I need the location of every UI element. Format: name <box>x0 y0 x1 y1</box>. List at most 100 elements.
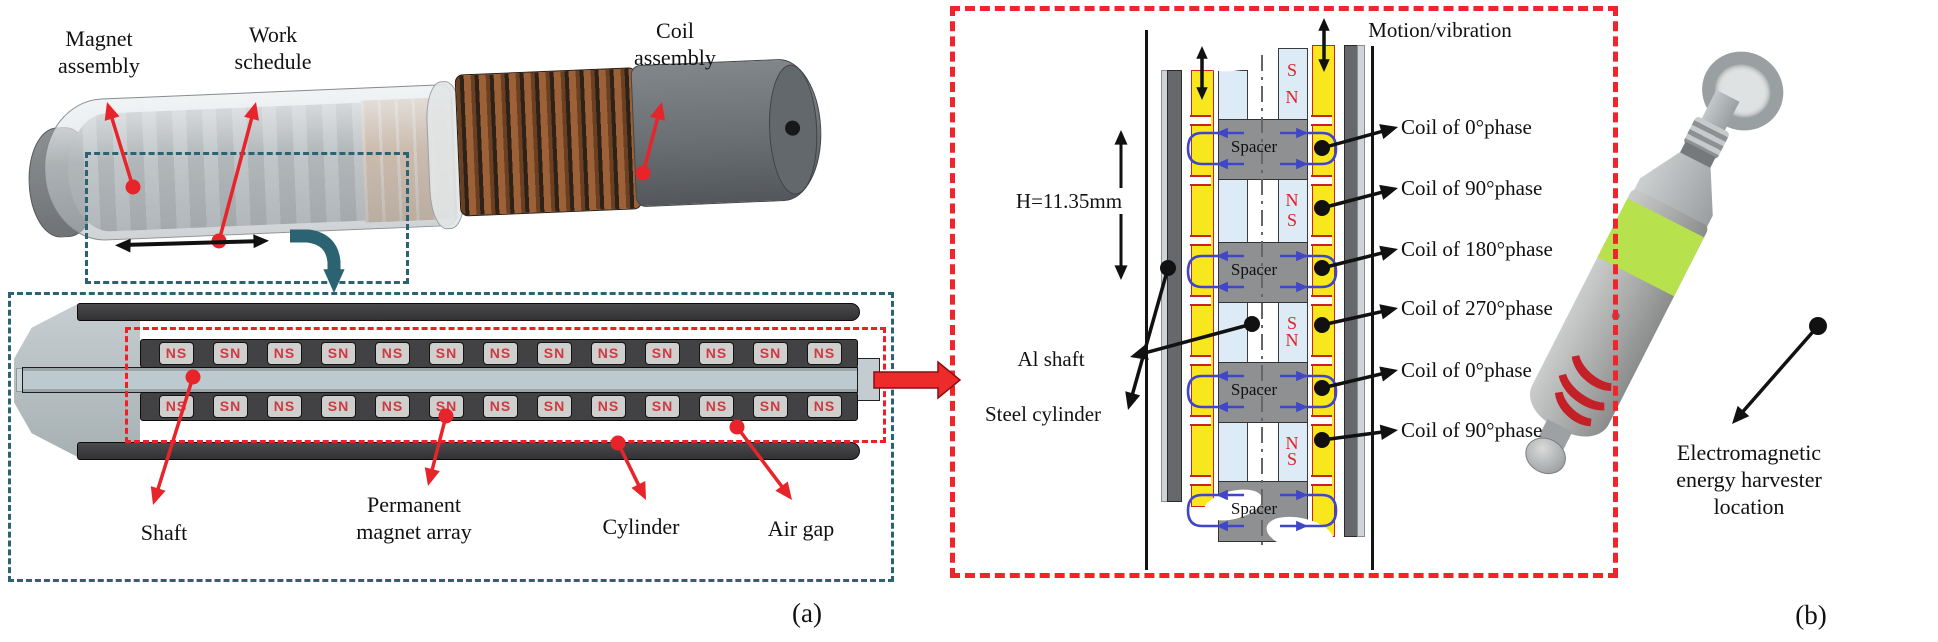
flux-arrow <box>1296 520 1308 532</box>
label-coil-phase: Coil of 0°phase <box>1401 358 1532 382</box>
pointer-permanent-magnet-array-head <box>424 467 440 486</box>
pointer-shaft-dot <box>185 369 201 385</box>
pointer-coil-phase-line <box>1321 126 1393 150</box>
magnet-plate: SN <box>213 395 248 418</box>
pointer-coil-phase-line <box>1321 429 1393 442</box>
label-spacer: Spacer <box>1230 137 1278 156</box>
flux-arrow <box>1296 158 1308 170</box>
magnet-pole-letter: S <box>1286 449 1297 469</box>
magnet-plate: NS <box>807 342 842 365</box>
cylinder-wall-top <box>77 303 860 321</box>
pointer-cylinder-dot <box>610 435 626 451</box>
flux-arrow <box>1296 250 1308 262</box>
pointer-coil-phase-line <box>1321 187 1393 210</box>
stroke-double-arrow-head <box>253 234 269 249</box>
magnet-plate: NS <box>699 395 734 418</box>
magnet-plate: NS <box>699 342 734 365</box>
magnet-plate: SN <box>537 395 572 418</box>
pointer-coil-phase-line <box>1321 248 1393 270</box>
caption-b: (b) <box>1795 600 1827 630</box>
label-coil-phase: Coil of 270°phase <box>1401 296 1553 320</box>
flux-loop-right <box>1280 493 1338 528</box>
steel-cylinder-outer-right <box>1357 45 1365 537</box>
coil-separator <box>1190 175 1211 186</box>
pointer-coil-phase-dot <box>1314 317 1330 333</box>
magnet-pole-letter: N <box>1285 190 1299 210</box>
coil-separator <box>1311 175 1332 186</box>
label-spacer: Spacer <box>1230 380 1278 399</box>
label-magnet-assembly: Magnet assembly <box>58 26 140 78</box>
caption-a: (a) <box>792 598 822 628</box>
pointer-coil-phase-line <box>1321 307 1393 327</box>
magnet-plate: NS <box>267 395 302 418</box>
coil-separator <box>1311 355 1332 366</box>
zoom-elbow-arrow <box>290 229 341 274</box>
magnet-pole-letter: S <box>1286 60 1297 80</box>
magnet-plate: NS <box>591 395 626 418</box>
pointer-steel-cylinder-line <box>1127 267 1170 405</box>
label-shaft: Shaft <box>140 520 188 545</box>
magnet-pole-letter: N <box>1285 330 1299 350</box>
motion-arrow-head <box>1318 18 1330 31</box>
pointer-steel-cylinder-head <box>1125 391 1141 410</box>
pointer-coil-phase-head <box>1379 424 1398 440</box>
flux-loop-left <box>1186 493 1244 528</box>
coil-separator <box>1190 355 1211 366</box>
label-al-shaft: Al shaft <box>1017 347 1085 371</box>
pointer-coil-phase-dot <box>1314 380 1330 396</box>
h-arrow-head <box>1114 130 1128 145</box>
pointer-coil-phase-head <box>1379 304 1398 320</box>
magnet-plate: NS <box>807 395 842 418</box>
h-arrow-head <box>1114 265 1128 280</box>
label-cylinder: Cylinder <box>602 514 680 539</box>
flux-arrow <box>1296 489 1308 501</box>
pointer-al-shaft-dot <box>1244 316 1260 332</box>
magnet-plate: NS <box>375 395 410 418</box>
pointer-magnet-assembly-line <box>107 107 135 188</box>
pointer-coil-assembly-dot <box>635 165 651 181</box>
stroke-double-arrow-line <box>121 239 263 247</box>
label-coil-phase: Coil of 90°phase <box>1401 176 1543 200</box>
pointer-shaft-head <box>150 486 166 505</box>
label-spacer: Spacer <box>1230 260 1278 279</box>
magnet-pole-letter: N <box>1285 87 1299 107</box>
flux-arrow <box>1216 520 1228 532</box>
coil-separator <box>1311 295 1332 306</box>
break-wave <box>1203 489 1263 521</box>
magnet-plate: NS <box>159 342 194 365</box>
magnet-pole-letter: S <box>1286 210 1297 230</box>
pointer-air-gap-dot <box>729 419 745 435</box>
label-air-gap: Air gap <box>767 516 835 541</box>
magnet-plate: SN <box>321 395 356 418</box>
pointer-coil-phase-line <box>1321 369 1393 390</box>
detail-link-arrow <box>873 360 962 400</box>
magnet-block <box>1218 70 1248 121</box>
magnet-plate: SN <box>321 342 356 365</box>
magnet-plate: SN <box>213 342 248 365</box>
flux-arrow <box>1216 401 1228 413</box>
magnet-plate: NS <box>375 342 410 365</box>
flux-arrow <box>1296 370 1308 382</box>
magnet-plate: SN <box>753 395 788 418</box>
magnet-plate: SN <box>429 342 464 365</box>
label-steel-cylinder: Steel cylinder <box>984 402 1102 426</box>
label-harvester-location: Electromagnetic energy harvester locatio… <box>1676 440 1822 519</box>
magnet-plate: SN <box>645 342 680 365</box>
magnet-plate: SN <box>537 342 572 365</box>
magnet-pole-letter: N <box>1285 433 1299 453</box>
label-spacer: Spacer <box>1230 499 1278 518</box>
pointer-cylinder-head <box>631 481 646 500</box>
pointer-work-schedule-line <box>217 107 257 242</box>
pointer-work-schedule-head <box>244 102 260 121</box>
magnet-pole-letter: S <box>1286 313 1297 333</box>
break-wave <box>1199 44 1267 72</box>
pointer-permanent-magnet-array-dot <box>438 408 454 424</box>
magnet-plate: NS <box>483 395 518 418</box>
pointer-shaft-line <box>153 376 195 500</box>
coil-separator <box>1190 295 1211 306</box>
pointer-coil-assembly-head <box>650 102 665 121</box>
coil-separator <box>1190 415 1211 426</box>
